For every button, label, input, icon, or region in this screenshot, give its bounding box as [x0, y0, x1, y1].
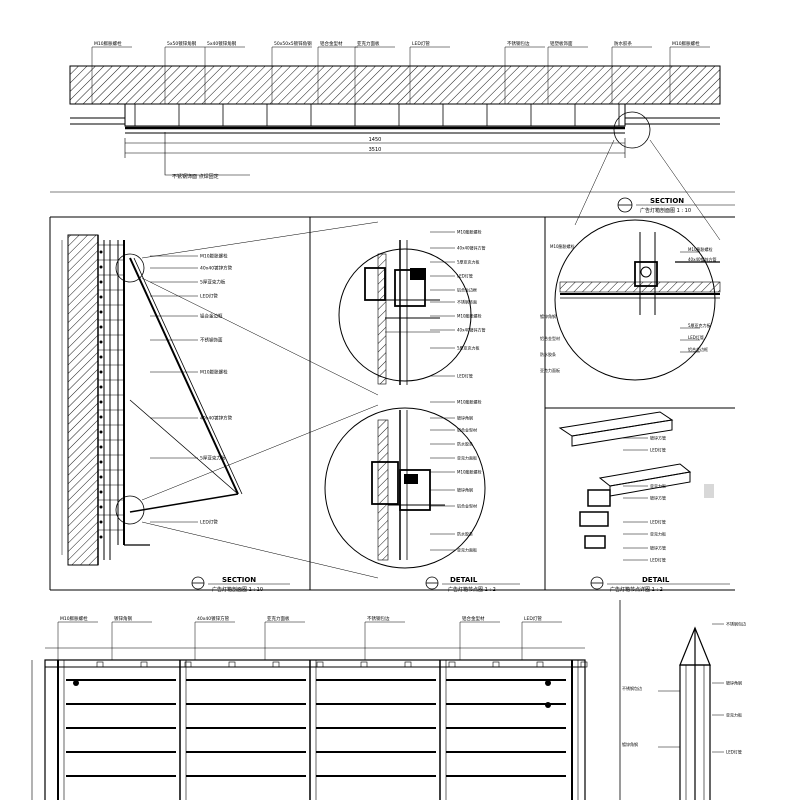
detail-circles-drawing: M10膨胀螺栓40x40镀锌方管5厚亚克力板LED灯管铝合金边框不锈钢饰面M10… — [324, 229, 520, 593]
enlarged-right-label-2: 5厚亚克力板 — [688, 322, 711, 328]
side-detail-marker-bottom — [115, 495, 145, 525]
enlarged-left-label-0: M10膨胀螺栓 — [550, 243, 575, 249]
detail-title-2: DETAIL — [642, 576, 670, 584]
upper-detail-label-6: M10膨胀螺栓 — [457, 313, 482, 319]
top-label-5: 亚克力面板 — [357, 40, 380, 47]
detail-circle-upper — [338, 248, 472, 382]
side-elev-right-label-2: 亚克力板 — [726, 712, 742, 718]
lower-detail-label-3: 防水胶条 — [457, 441, 473, 447]
iso-label-5: 亚克力板 — [650, 531, 666, 537]
iso-label-0: 镀锌方管 — [650, 435, 666, 441]
upper-detail-label-1: 40x40镀锌方管 — [457, 245, 486, 251]
side-elev-left-label-1: 镀锌角钢 — [622, 741, 638, 747]
upper-detail-label-4: 铝合金边框 — [457, 287, 477, 293]
upper-detail-label-8: 5厚亚克力板 — [457, 345, 480, 351]
iso-label-6: 镀锌方管 — [650, 545, 666, 551]
wall — [67, 234, 99, 566]
lower-detail-label-9: 亚克力面板 — [457, 547, 477, 553]
lower-detail-label-2: 铝合金型材 — [457, 427, 477, 433]
bottom-top-label-4: 不锈钢包边 — [367, 615, 390, 622]
top-dim-middle: 1450 — [369, 137, 382, 143]
lower-detail-label-6: 镀锌角钢 — [457, 487, 473, 493]
iso-label-3: 镀锌方管 — [650, 495, 666, 501]
middle-panels — [49, 216, 735, 591]
side-label-3: LED灯管 — [200, 293, 218, 300]
bottom-top-label-1: 镀锌角钢 — [114, 615, 132, 622]
top-label-8: 铝塑板饰面 — [550, 40, 573, 47]
side-elev-right-label-3: LED灯管 — [726, 749, 742, 755]
bottom-top-label-6: LED灯管 — [524, 615, 542, 622]
enlarged-left-label-2: 铝合金型材 — [540, 335, 560, 341]
side-label-4: 铝合金边框 — [200, 313, 223, 320]
enlarged-right-label-1: 40x40镀锌方管 — [688, 256, 717, 262]
side-label-9: LED灯管 — [200, 519, 218, 526]
enlarged-right-label-4: 铝合金边框 — [688, 346, 708, 352]
side-elev-right-label-0: 不锈钢包边 — [726, 621, 746, 627]
side-label-1: 40x40镀锌方管 — [200, 265, 233, 272]
enlarged-right-label-0: M10膨胀螺栓 — [688, 246, 713, 252]
top-label-3: 50x50x5镀锌角钢 — [274, 40, 312, 47]
side-elev-right-label-1: 镀锌角钢 — [726, 680, 742, 686]
top-label-10: M10膨胀螺栓 — [672, 40, 700, 47]
iso-label-1: LED灯管 — [650, 447, 666, 453]
top-label-2: 5x40镀锌角钢 — [207, 40, 237, 47]
section-title-1: SECTION — [650, 197, 684, 205]
upper-detail-label-9: LED灯管 — [457, 373, 473, 379]
enlarged-left-label-4: 亚克力面板 — [540, 367, 560, 373]
ceiling-slab — [69, 65, 721, 105]
lower-detail-label-0: M10膨胀螺栓 — [457, 399, 482, 405]
side-label-8: 5厚亚克力板 — [200, 455, 226, 462]
upper-detail-label-7: 40x40镀锌方管 — [457, 327, 486, 333]
side-label-7: 40x40镀锌方管 — [200, 415, 233, 422]
side-label-0: M10膨胀螺栓 — [200, 253, 228, 260]
top-label-0: M10膨胀螺栓 — [94, 40, 122, 47]
lower-detail-label-8: 防水胶条 — [457, 531, 473, 537]
iso-label-7: LED灯管 — [650, 557, 666, 563]
side-label-2: 5厚亚克力板 — [200, 279, 226, 286]
iso-label-2: 亚克力板 — [650, 483, 666, 489]
side-label-5: 不锈钢饰面 — [200, 337, 223, 344]
top-label-6: LED灯管 — [412, 40, 430, 47]
bottom-top-label-2: 40x40镀锌方管 — [197, 615, 230, 622]
top-label-9: 防水胶条 — [614, 40, 632, 47]
lower-detail-label-5: M10膨胀螺栓 — [457, 469, 482, 475]
bottom-top-label-0: M10膨胀螺栓 — [60, 615, 88, 622]
side-section-drawing: M10膨胀螺栓40x40镀锌方管5厚亚克力板LED灯管铝合金边框不锈钢饰面M10… — [61, 221, 379, 593]
upper-detail-label-0: M10膨胀螺栓 — [457, 229, 482, 235]
iso-label-4: LED灯管 — [650, 519, 666, 525]
bottom-top-label-3: 亚克力面板 — [267, 615, 290, 622]
enlarged-detail-circle — [554, 219, 716, 381]
bottom-top-label-5: 铝合金型材 — [462, 615, 485, 622]
enlarged-left-label-1: 镀锌角钢 — [540, 313, 556, 319]
top-label-1: 5x50镀锌角钢 — [167, 40, 197, 47]
lower-detail-label-7: 铝合金型材 — [457, 503, 477, 509]
section-title-2: SECTION — [222, 576, 256, 584]
side-detail-marker-top — [115, 253, 145, 283]
lower-detail-label-1: 镀锌角钢 — [457, 415, 473, 421]
top-bottom-label: 不锈钢饰面 点焊固定 — [172, 173, 219, 180]
section-subtitle-1: 广告灯箱剖面图 1 : 10 — [640, 207, 691, 214]
detail-circle-lower — [324, 407, 486, 569]
enlarged-right-label-3: LED灯管 — [688, 334, 704, 340]
top-label-4: 铝合金型材 — [320, 40, 343, 47]
upper-detail-label-5: 不锈钢饰面 — [457, 299, 477, 305]
upper-detail-label-3: LED灯管 — [457, 273, 473, 279]
top-label-7: 不锈钢包边 — [507, 40, 530, 47]
enlarged-left-label-3: 防水胶条 — [540, 351, 556, 357]
top-dim-overall: 3510 — [369, 147, 382, 153]
upper-detail-label-2: 5厚亚克力板 — [457, 259, 480, 265]
top-section-drawing: M10膨胀螺栓 5x50镀锌角钢 5x40镀锌角钢 50x50x5镀锌角钢 铝合金型材 亚… — [50, 40, 735, 214]
top-detail-marker — [613, 111, 651, 149]
detail-subtitle-2: 广告灯箱节点详图 1 : 2 — [610, 586, 663, 593]
detail-title-1: DETAIL — [450, 576, 478, 584]
side-label-6: M10膨胀螺栓 — [200, 369, 228, 376]
section-subtitle-2: 广告灯箱剖面图 1 : 10 — [212, 586, 263, 593]
side-elev-left-label-0: 不锈钢包边 — [622, 685, 642, 691]
lower-detail-label-4: 亚克力面板 — [457, 455, 477, 461]
detail-subtitle-1: 广告灯箱节点图 1 : 2 — [448, 586, 496, 593]
